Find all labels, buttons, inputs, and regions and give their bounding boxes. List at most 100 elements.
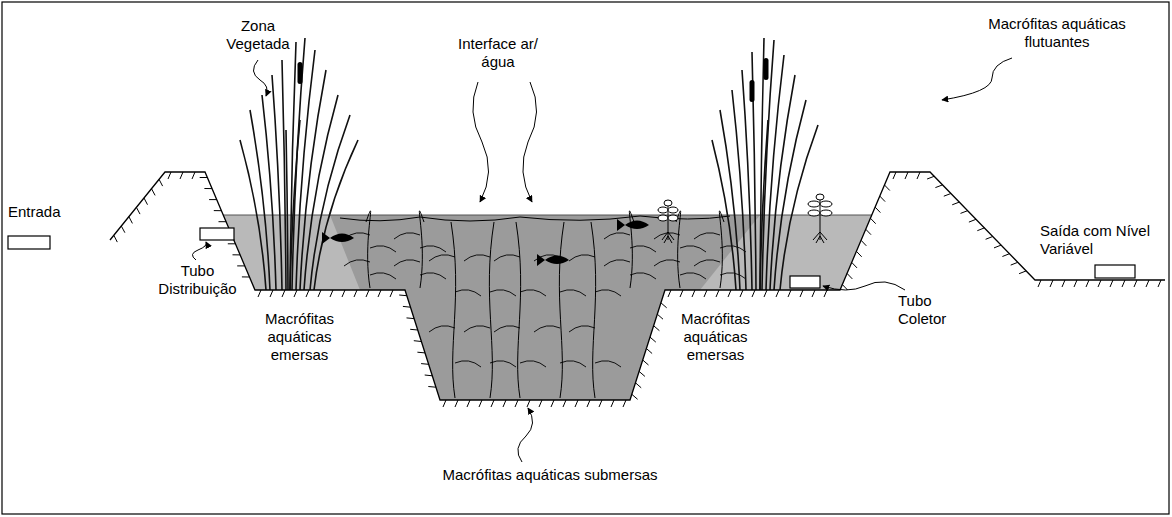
hatch-tick bbox=[407, 317, 415, 319]
annotation-label: Macrófitas aquáticas emersas bbox=[668, 310, 763, 364]
submerged-leaf bbox=[604, 260, 630, 266]
hatch-tick bbox=[1110, 280, 1113, 287]
hatch-tick bbox=[611, 400, 614, 407]
hatch-tick bbox=[654, 326, 660, 331]
hatch-tick bbox=[330, 290, 333, 297]
submerged-leaf bbox=[464, 255, 490, 261]
hatch-tick bbox=[728, 290, 731, 297]
hatch-tick bbox=[1074, 280, 1077, 287]
submerged-leaf bbox=[429, 255, 455, 261]
hatch-tick bbox=[668, 290, 671, 297]
hatch-tick bbox=[294, 290, 297, 297]
cattail-head bbox=[764, 58, 769, 80]
submerged-leaf bbox=[680, 273, 706, 279]
submerged-leaf bbox=[534, 326, 560, 332]
distribution-pipe bbox=[200, 228, 234, 240]
submerged-leaf bbox=[494, 255, 520, 261]
hatch-tick bbox=[623, 400, 626, 407]
hatch-tick bbox=[270, 290, 273, 297]
hatch-tick bbox=[1146, 280, 1149, 287]
annotation-label: Tubo Coletor bbox=[898, 292, 958, 328]
hatch-tick bbox=[650, 337, 656, 342]
hatch-tick bbox=[1019, 271, 1026, 274]
hatch-tick bbox=[961, 211, 968, 214]
hatch-tick bbox=[1002, 254, 1009, 257]
hatch-tick bbox=[237, 265, 245, 266]
submerged-leaf bbox=[394, 233, 420, 239]
submerged-leaf bbox=[494, 326, 520, 332]
hatch-tick bbox=[977, 228, 984, 231]
submerged-stem bbox=[451, 222, 456, 398]
hatch-tick bbox=[1038, 280, 1041, 287]
hatch-tick bbox=[219, 221, 227, 222]
submerged-leaf bbox=[654, 260, 680, 266]
hatch-tick bbox=[242, 276, 250, 277]
submerged-leaf bbox=[520, 361, 546, 367]
reed-leaf bbox=[290, 120, 300, 290]
hatch-tick bbox=[1134, 280, 1137, 287]
submerged-leaf bbox=[595, 361, 621, 367]
reed-leaf bbox=[304, 95, 338, 290]
hatch-tick bbox=[599, 400, 602, 407]
hatch-tick bbox=[342, 290, 345, 297]
hatch-tick bbox=[661, 303, 667, 308]
hatch-tick bbox=[927, 176, 934, 179]
hatch-tick bbox=[952, 202, 959, 205]
submerged-leaf bbox=[560, 361, 586, 367]
hatch-tick bbox=[428, 386, 436, 388]
hatch-tick bbox=[282, 290, 285, 297]
hatch-tick bbox=[152, 189, 156, 196]
hatch-tick bbox=[233, 254, 241, 255]
submerged-leaf bbox=[394, 260, 420, 266]
hatch-tick bbox=[515, 400, 518, 407]
submerged-leaf bbox=[560, 290, 586, 296]
hatch-tick bbox=[657, 314, 663, 319]
reed-leaf bbox=[760, 120, 768, 290]
submerged-leaf bbox=[370, 246, 396, 252]
hatch-tick bbox=[258, 290, 261, 297]
reed-leaf bbox=[314, 140, 358, 290]
hatch-tick bbox=[1122, 280, 1125, 287]
cattail-head bbox=[750, 80, 755, 102]
hatch-tick bbox=[467, 400, 470, 407]
hatch-tick bbox=[812, 290, 815, 297]
submerged-stem bbox=[419, 211, 424, 288]
submerged-stem bbox=[719, 211, 724, 288]
hatch-tick bbox=[740, 290, 743, 297]
hatch-tick bbox=[410, 329, 418, 331]
hatch-tick bbox=[716, 290, 719, 297]
annotation-label: Tubo Distribuição bbox=[155, 262, 240, 298]
hatch-tick bbox=[200, 177, 208, 178]
hatch-tick bbox=[905, 172, 908, 179]
submerged-leaf bbox=[455, 290, 481, 296]
hatch-tick bbox=[1086, 280, 1089, 287]
hatch-tick bbox=[842, 285, 847, 291]
hatch-tick bbox=[455, 400, 458, 407]
submerged-leaf bbox=[370, 273, 396, 279]
hatch-tick bbox=[788, 290, 791, 297]
reed-leaf bbox=[300, 70, 326, 290]
reed-leaf bbox=[296, 50, 315, 290]
reed-leaf bbox=[766, 55, 784, 290]
hatch-tick bbox=[417, 352, 425, 354]
hatch-tick bbox=[443, 400, 446, 407]
annotation-label: Interface ar/água bbox=[448, 35, 548, 71]
hatch-tick bbox=[1011, 262, 1018, 265]
outlet-pipe bbox=[1095, 265, 1135, 278]
hatch-tick bbox=[121, 226, 125, 233]
hatch-tick bbox=[986, 237, 993, 240]
hatch-tick bbox=[847, 273, 852, 279]
hatch-tick bbox=[159, 179, 163, 186]
hatch-tick bbox=[1158, 280, 1161, 287]
hatch-tick bbox=[168, 172, 171, 179]
reed-leaf bbox=[774, 100, 806, 290]
hatch-tick bbox=[390, 290, 393, 297]
submerged-leaf bbox=[420, 273, 446, 279]
reed-leaf bbox=[770, 75, 795, 290]
pipes bbox=[8, 228, 1135, 288]
hatch-tick bbox=[192, 172, 195, 179]
hatch-tick bbox=[994, 245, 1001, 248]
leader-arrow bbox=[192, 242, 206, 260]
